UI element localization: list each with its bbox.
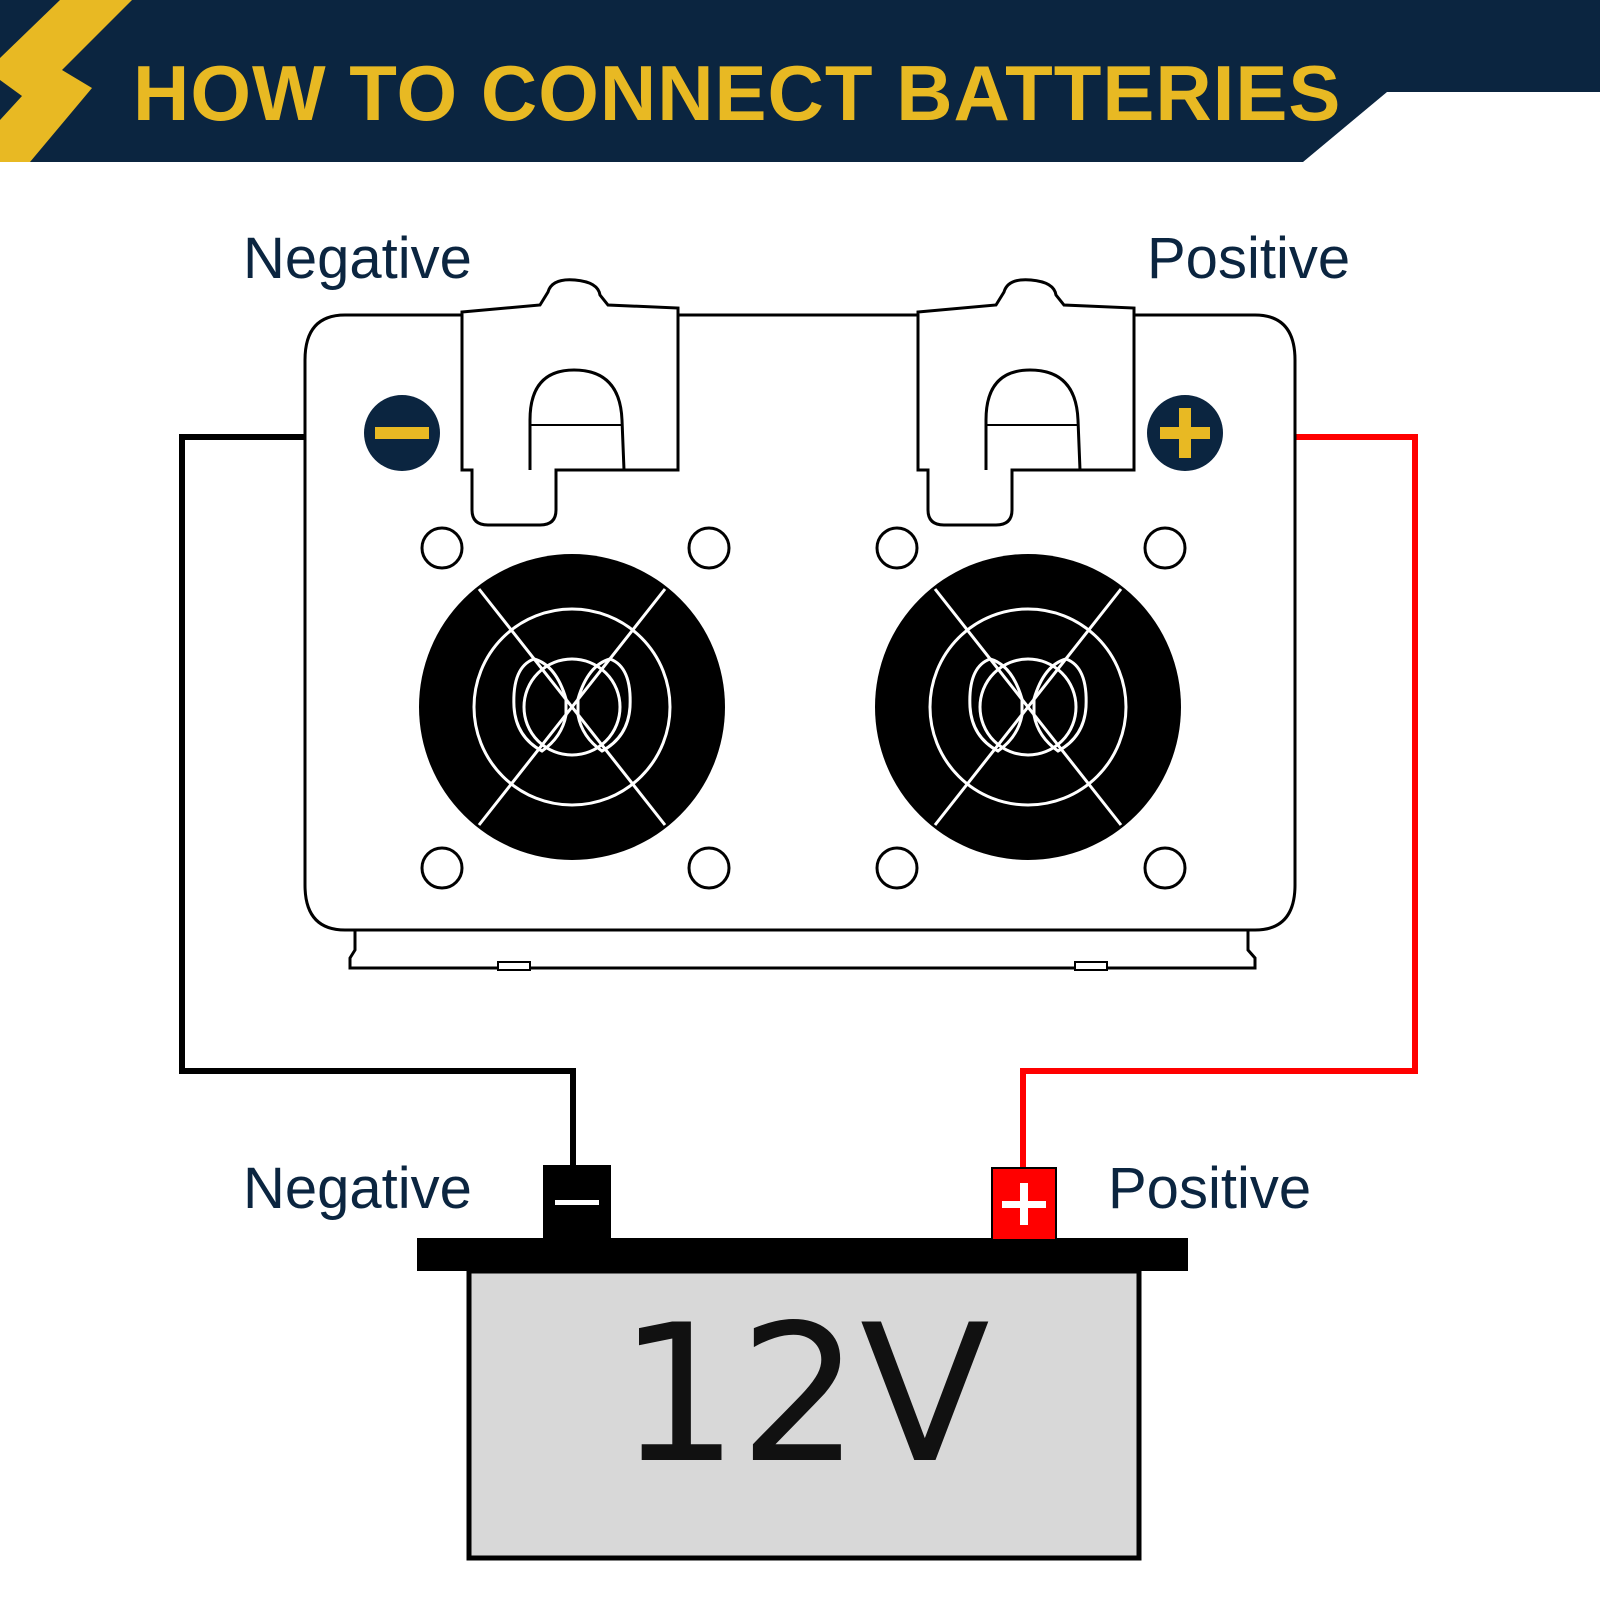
battery-negative-label: Negative	[243, 1156, 472, 1221]
right-fan-icon	[875, 554, 1181, 860]
battery-body	[466, 1268, 1142, 1561]
inverter-negative-label: Negative	[243, 226, 472, 291]
plus-icon	[1147, 395, 1223, 471]
inverter-positive-label: Positive	[1147, 226, 1351, 291]
battery-voltage-label: 12V	[618, 1284, 990, 1505]
header-bar	[0, 0, 1600, 162]
negative-wire	[179, 434, 576, 1165]
battery-positive-label: Positive	[1108, 1156, 1312, 1221]
negative-terminal-cover	[460, 278, 680, 527]
positive-wire	[1020, 434, 1418, 1168]
header-banner: HOW TO CONNECT BATTERIES	[0, 0, 1600, 162]
battery-lid	[417, 1238, 1188, 1271]
left-fan-icon	[419, 554, 725, 860]
inverter	[303, 278, 1297, 971]
mounting-holes	[420, 526, 1187, 890]
minus-icon	[364, 395, 440, 471]
battery-negative-terminal	[543, 1165, 611, 1240]
battery-positive-terminal	[991, 1167, 1057, 1241]
lightning-bolt-icon	[0, 0, 132, 162]
inverter-base	[348, 930, 1257, 970]
positive-terminal-cover	[916, 278, 1136, 527]
page-title: HOW TO CONNECT BATTERIES	[133, 49, 1342, 137]
battery	[417, 1165, 1188, 1561]
header-background	[0, 0, 1600, 162]
